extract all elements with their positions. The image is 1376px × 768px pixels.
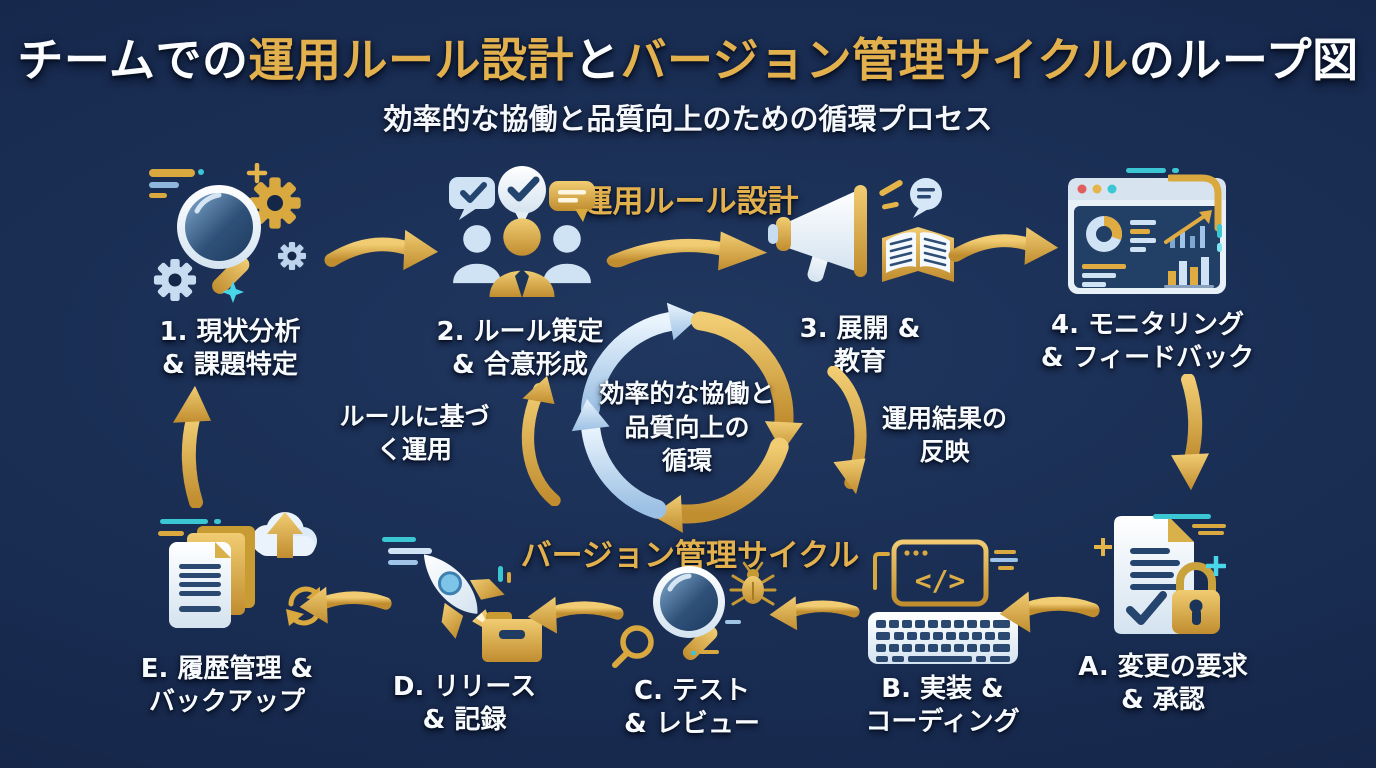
step-label: 1. 現状分析 & 課題特定 [159, 317, 301, 381]
speed-line-decoration [160, 519, 208, 524]
speed-line-decoration [158, 531, 184, 536]
cycle-center-text: 効率的な協働と 品質向上の 循環 [599, 379, 775, 475]
speed-line-decoration [1192, 524, 1226, 528]
step-label: B. 実装 & コーディング [865, 674, 1020, 738]
corner-bracket-decoration [1168, 174, 1222, 232]
top-section-label: 運用ルール設計 [581, 184, 799, 220]
left-connector-label: ルールに基づ く運用 [339, 402, 490, 464]
arrow-stepB-to-stepC [768, 590, 860, 638]
step-2-rule-making: 2. ルール策定 & 合意形成 [415, 163, 625, 383]
step-label: 3. 展開 & 教育 [799, 314, 921, 378]
document-lock-icon [1114, 516, 1220, 634]
arrow-step3-to-step4 [948, 216, 1060, 276]
right-connector-label: 運用結果の 反映 [881, 404, 1007, 466]
speed-line-decoration [214, 519, 221, 524]
step-B-implementation: </> B. 実装 & コーディング [845, 538, 1040, 740]
title-segment-highlight: 運用ルール設計 [248, 33, 575, 87]
title-segment-highlight: バージョン管理サイクル [620, 33, 1129, 87]
megaphone-book-icon [768, 178, 954, 282]
speed-line-decoration [1153, 514, 1211, 519]
page-title: チームでの運用ルール設計とバージョン管理サイクルのループ図 [0, 24, 1376, 90]
step-D-release: D. リリース & 記録 [362, 526, 567, 738]
documents-cloud-backup-icon [168, 512, 320, 628]
step-label: 4. モニタリング & フィードバック [1040, 310, 1255, 374]
step-label: E. 履歴管理 & バックアップ [140, 654, 314, 718]
dashboard-monitoring-icon [1068, 178, 1226, 294]
center-cycle: 効率的な協働と 品質向上の 循環 [557, 287, 817, 547]
speed-line-decoration [1217, 243, 1222, 252]
step-C-test-review: C. テスト & レビュー [592, 558, 792, 742]
step-1-current-analysis: 1. 現状分析 & 課題特定 [125, 163, 335, 383]
speed-line-decoration [1217, 224, 1222, 238]
svg-text:</>: </> [914, 564, 965, 597]
title-segment: と [574, 33, 621, 87]
arrow-stepE-to-step1 [160, 382, 224, 508]
step-3-deployment: 3. 展開 & 教育 [755, 170, 965, 380]
title-segment: のループ図 [1128, 33, 1359, 87]
step-label: D. リリース & 記録 [392, 672, 537, 736]
speed-line-decoration [1126, 168, 1166, 173]
speed-line-decoration [1198, 531, 1224, 535]
rocket-folder-icon [381, 537, 542, 662]
arrow-step4-to-stepA [1158, 374, 1222, 494]
step-E-history-backup: E. 履歴管理 & バックアップ [122, 506, 332, 720]
magnifier-gears-icon [145, 163, 312, 310]
team-agreement-icon [449, 166, 595, 298]
arrow-step2-to-step3 [606, 220, 770, 282]
step-label: 2. ルール策定 & 合意形成 [436, 317, 604, 381]
arrow-step1-to-step2 [324, 218, 440, 282]
speed-line-decoration [1172, 168, 1179, 173]
arrow-stepD-to-stepE [298, 580, 392, 632]
title-segment: チームでの [17, 33, 249, 87]
loop-arc-up [498, 374, 564, 506]
page-subtitle: 効率的な協働と品質向上のための循環プロセス [383, 102, 993, 136]
arrow-stepC-to-stepD [526, 590, 624, 642]
arrow-stepA-to-stepB [998, 584, 1100, 642]
step-4-monitoring: 4. モニタリング & フィードバック [1040, 168, 1255, 376]
step-A-change-request: A. 変更の要求 & 承認 [1063, 506, 1263, 718]
plus-sparkle-decoration [1094, 538, 1112, 556]
magnifier-bug-icon [612, 561, 777, 668]
keyboard-code-icon: </> [867, 539, 1018, 664]
plus-sparkle-decoration [1206, 556, 1226, 576]
circular-cycle-arrows-icon [571, 302, 803, 533]
step-label: C. テスト & レビュー [624, 676, 760, 740]
step-label: A. 変更の要求 & 承認 [1078, 652, 1248, 716]
